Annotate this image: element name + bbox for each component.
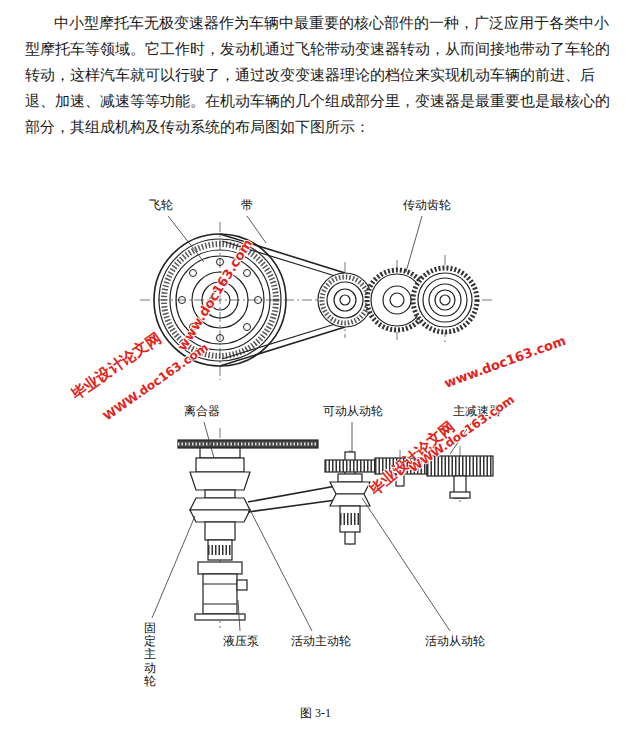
watermark: www.doc163.com bbox=[442, 333, 568, 392]
part-name: 飞轮 bbox=[148, 198, 174, 212]
body-paragraph: 中小型摩托车无极变速器作为车辆中最重要的核心部件的一种，广泛应用于各类中小型摩托… bbox=[25, 10, 613, 140]
part-name: 活动主动轮 bbox=[290, 634, 352, 648]
part-name: 液压泵 bbox=[222, 634, 260, 648]
part-name: 带 bbox=[240, 198, 254, 212]
part-name: 传动齿轮 bbox=[402, 198, 452, 212]
part-name: 离合器 bbox=[183, 404, 221, 418]
figure-caption: 图 3-1 bbox=[300, 706, 331, 720]
part-name: 可动从动轮 bbox=[322, 404, 384, 418]
leader-lines bbox=[152, 216, 472, 631]
part-name: 活动从动轮 bbox=[424, 634, 486, 648]
front-view bbox=[178, 428, 493, 628]
part-name: 固定主动轮 bbox=[144, 622, 156, 688]
